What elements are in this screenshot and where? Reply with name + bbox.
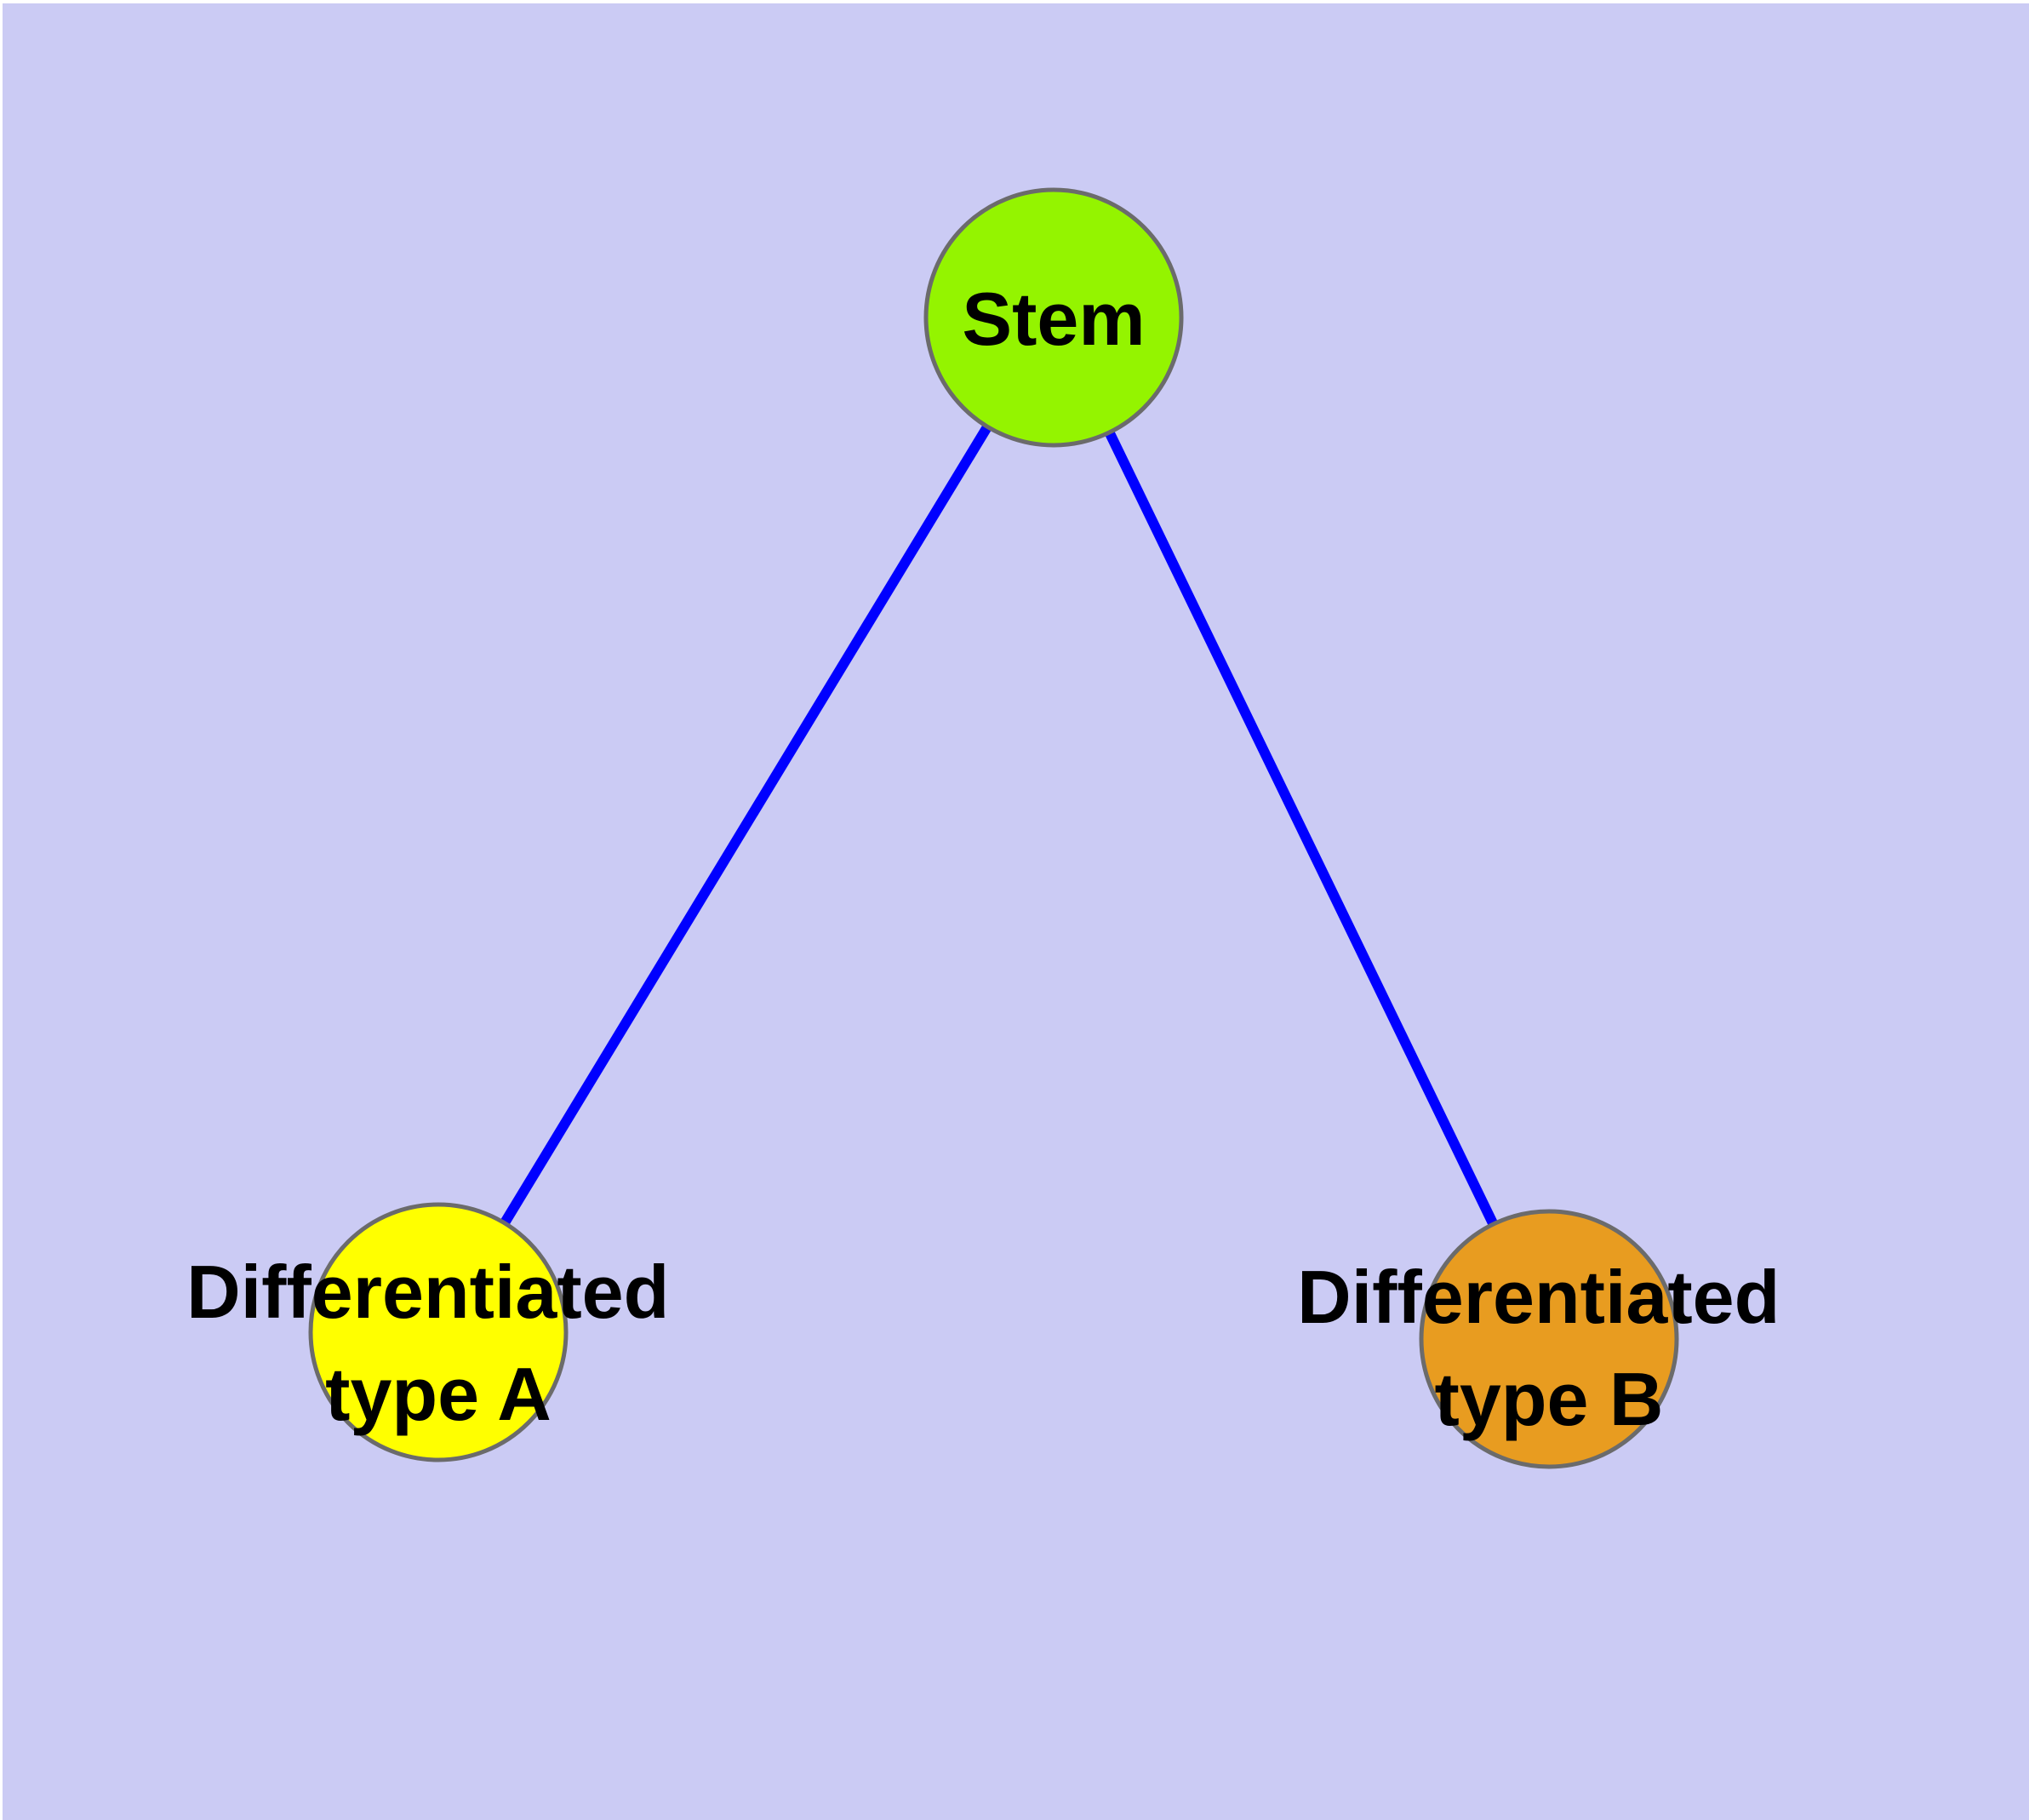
edge-stem-to-type-a xyxy=(433,314,1059,1336)
node-type-b-label: Differentiated type B xyxy=(1297,1255,1801,1441)
node-type-b-label-line1: Differentiated xyxy=(1297,1255,1780,1339)
figure-top-margin xyxy=(0,0,2029,3)
node-type-a-label-line2: type A xyxy=(325,1352,552,1436)
node-stem-circle xyxy=(923,187,1184,448)
edge-stem-to-type-b xyxy=(1049,315,1554,1342)
figure-left-margin xyxy=(0,0,3,1820)
node-type-b-circle xyxy=(1419,1209,1679,1469)
node-type-a-label-line1: Differentiated xyxy=(186,1250,669,1334)
node-type-a-circle xyxy=(308,1202,569,1462)
node-stem-label: Stem xyxy=(962,277,1145,361)
node-type-a-label: Differentiated type A xyxy=(186,1250,690,1436)
node-type-b-label-line2: type B xyxy=(1435,1357,1664,1441)
